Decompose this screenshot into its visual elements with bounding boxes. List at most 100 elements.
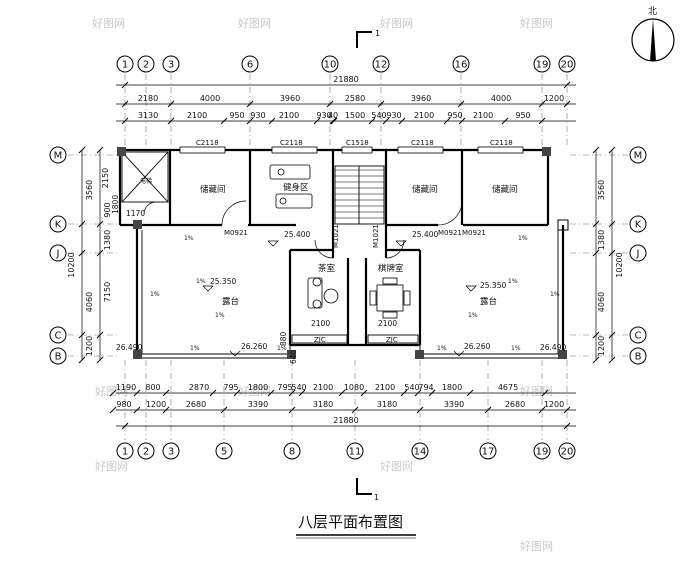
dim-label: 3390 [444,400,464,409]
slope: 1% [468,312,478,319]
slope: 1% [508,278,518,285]
dim-label: 21880 [333,75,358,84]
dim-label: 2100 [378,319,397,328]
dim-label: 640 [289,349,298,364]
card-table-icon [376,284,404,312]
door-swings [143,200,463,259]
dim-label: 950 [447,111,462,120]
door-tag: ZJC [386,336,398,344]
dim-label: 4060 [85,292,94,312]
elevation-labels: 25.400 25.400 25.350 25.350 26.260 26.26… [116,230,566,352]
dim-label: 980 [116,400,131,409]
elevation: 26.490 [540,343,566,352]
watermark: 好图网 [238,384,271,398]
watermark: 好图网 [380,459,413,473]
axis-bubble-right [629,215,647,233]
dim-label: 1200 [146,400,166,409]
bench-icon [275,193,313,209]
axis-bubble-left [49,146,67,164]
door-tag: M0921 [224,229,248,237]
dim-label: 2180 [138,94,158,103]
room-label-tea: 茶室 [318,263,336,274]
opening-labels: C2118 C2118 C1518 C2118 C2118 M0921 M092… [196,139,513,344]
axis-bubble-bottom [346,442,364,460]
watermark: 好图网 [380,16,413,30]
dim-label: 540 [371,111,386,120]
dim-label: 2580 [345,94,365,103]
dim-label: 3960 [280,94,300,103]
axis-bubble-top [241,55,259,73]
dim-label: 2100 [279,111,299,120]
dim-label: 1800 [248,383,268,392]
slope: 1% [196,278,206,285]
axis-bubble-left [49,326,67,344]
slope: 1% [150,291,160,298]
slope: 1% [550,291,560,298]
room-label-fitness: 健身区 [283,182,309,193]
dim-label: 930 [250,111,265,120]
elevation: 26.260 [464,342,490,351]
door-tag: M1021 [332,224,340,248]
axis-bubble-bottom [558,442,576,460]
room-labels: 储藏间 健身区 储藏间 储藏间 茶室 棋牌室 露台 露台 电梯 [140,177,518,307]
axis-bubble-top [452,55,470,73]
axis-bubble-left-label: C [55,331,62,342]
axis-bubble-bottom [116,442,134,460]
axis-bubble-bottom-label: 14 [414,447,427,458]
watermark: 好图网 [92,16,125,30]
watermark: 好图网 [95,459,128,473]
dim-label: 540 [404,383,419,392]
door-tag: M0921 [438,229,462,237]
north-arrow-icon [631,18,675,62]
axis-bubble-right [629,326,647,344]
dim-label: 1200 [544,94,564,103]
dim-label: 4000 [491,94,511,103]
dim-label: 2680 [505,400,525,409]
dim-label: 2100 [414,111,434,120]
level-markers [202,240,477,357]
axis-bubble-bottom [283,442,301,460]
dim-label: 1200 [597,336,606,356]
axis-bubble-bottom [162,442,180,460]
room-label-elevator: 电梯 [140,177,152,185]
inner-dims: 1170 2100 2100 880 640 1800 [111,195,397,364]
dim-label: 800 [145,383,160,392]
section-mark-label: 1 [375,29,380,38]
dim-label: 930 [316,111,331,120]
watermark: 好图网 [95,384,128,398]
axis-bubble-top [558,55,576,73]
dim-label: 540 [291,383,306,392]
axis-bubble-left-label: K [55,220,62,231]
dim-label: 930 [386,111,401,120]
door-tag: M1021 [372,224,380,248]
dim-label: 2100 [187,111,207,120]
axis-bubble-right-label: C [635,331,642,342]
axis-bubble-top-label: 6 [247,60,253,71]
elevation: 25.350 [210,277,236,286]
axis-bubble-left-label: M [54,151,63,162]
dim-label: 4675 [498,383,518,392]
axis-bubble-top-label: 20 [561,60,574,71]
slope: 1% [215,312,225,319]
section-mark-top [356,31,372,48]
windows [179,146,524,154]
dim-label: 1500 [345,111,365,120]
dim-label: 3130 [138,111,158,120]
window-tag: C1518 [346,139,369,147]
dim-label: 795 [223,383,238,392]
axis-bubble-bottom-label: 8 [289,447,295,458]
elevation: 25.400 [284,230,310,239]
dim-label: 4000 [200,94,220,103]
dim-label: 4060 [597,292,606,312]
dim-label: 2150 [101,168,110,188]
room-label-storage-left: 储藏间 [200,184,226,195]
axis-bubble-right [629,244,647,262]
elevation: 25.400 [412,230,438,239]
axis-bubble-top-label: 2 [143,60,149,71]
axis-bubble-right-label: M [634,151,643,162]
dim-label: 1080 [344,383,364,392]
slope: 1% [277,345,287,352]
axis-bubble-bottom [215,442,233,460]
